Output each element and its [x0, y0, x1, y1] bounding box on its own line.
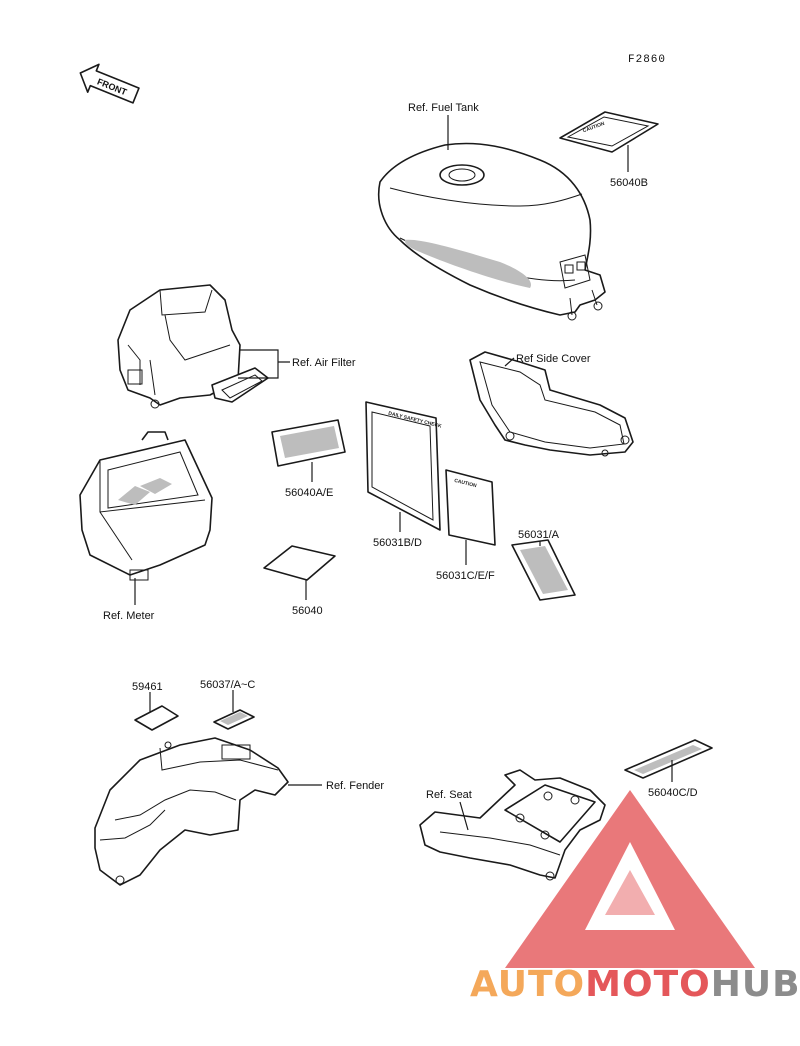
label-meter: Ref. Meter: [103, 610, 155, 622]
leader-side-cover: [504, 357, 515, 367]
part-56037ac: 56037/A~C: [200, 679, 255, 691]
side-cover: [469, 351, 634, 457]
part-56040cd: 56040C/D: [648, 787, 698, 799]
air-filter: [117, 284, 269, 409]
front-arrow: FRONT: [79, 63, 140, 104]
decal-56031bd: DAILY SAFETY CHECK: [365, 401, 442, 531]
seat: [419, 769, 606, 881]
part-56031a: 56031/A: [518, 529, 560, 541]
label-fuel-tank: Ref. Fuel Tank: [408, 102, 479, 114]
decal-56040ae: [271, 419, 346, 467]
watermark-part-moto: MOTO: [585, 964, 711, 1005]
fender: [94, 737, 289, 886]
leader-seat: [459, 801, 469, 831]
leader-air-filter: [238, 349, 290, 379]
label-seat: Ref. Seat: [426, 789, 472, 801]
decal-56040: [263, 545, 336, 581]
part-56031bd: 56031B/D: [373, 537, 422, 549]
decal-56031a: [511, 539, 576, 601]
figure-code: F2860: [628, 54, 666, 66]
part-56031cef: 56031C/E/F: [436, 570, 495, 582]
part-56040b: 56040B: [610, 177, 648, 189]
part-56040: 56040: [292, 605, 323, 617]
meter: [79, 431, 213, 581]
decal-56031cef: CAUTION: [445, 469, 496, 546]
watermark-logo: [505, 790, 755, 968]
part-56040ae: 56040A/E: [285, 487, 333, 499]
decal-59461: [134, 705, 179, 731]
fuel-tank: [377, 142, 606, 321]
decal-56040b: CAUTION: [559, 111, 659, 153]
label-side-cover: Ref Side Cover: [516, 353, 591, 365]
watermark-part-auto: AUTO: [470, 964, 585, 1005]
label-fender: Ref. Fender: [326, 780, 384, 792]
decal-56040cd: [624, 739, 713, 779]
decal-caution-tall: CAUTION: [454, 478, 478, 489]
label-air-filter: Ref. Air Filter: [292, 357, 356, 369]
part-59461: 59461: [132, 681, 163, 693]
watermark-text: AUTOMOTOHUB: [470, 964, 800, 1005]
watermark-part-hub: HUB: [711, 964, 800, 1005]
decal-56037ac: [213, 709, 255, 730]
